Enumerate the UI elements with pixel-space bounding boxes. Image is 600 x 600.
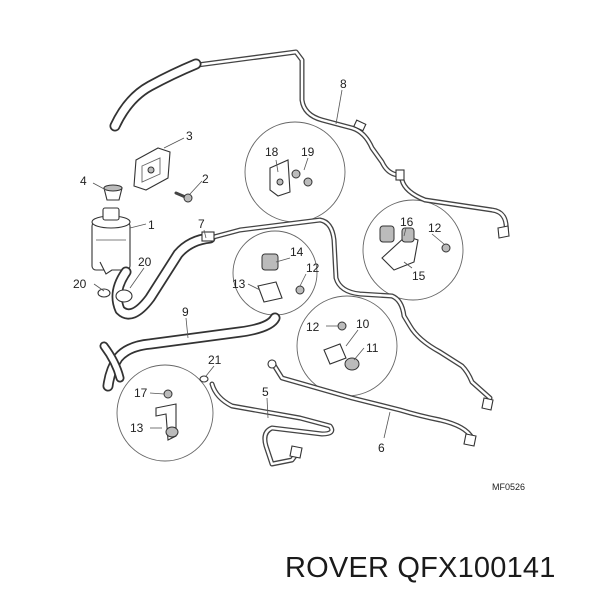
bolt-19a (291, 169, 301, 179)
clip-20 (97, 288, 133, 303)
cap-4 (103, 184, 123, 201)
diagram-reference: MF0526 (492, 482, 525, 492)
callout-11: 11 (366, 341, 379, 355)
bolt-12-right (441, 243, 451, 253)
pipe-5 (209, 381, 335, 467)
callout-19: 19 (301, 145, 315, 159)
callout-8: 8 (340, 77, 347, 91)
bracket-13-14 (257, 253, 283, 303)
clamp-10-11 (323, 321, 360, 371)
callout-21: 21 (208, 353, 222, 367)
callout-3: 3 (186, 129, 193, 143)
o-ring-21 (199, 375, 209, 383)
pipe-6 (267, 359, 477, 447)
callout-13-lower: 13 (130, 421, 144, 435)
callout-2: 2 (202, 172, 209, 186)
callout-5: 5 (262, 385, 269, 399)
reservoir-1 (91, 207, 131, 275)
leader-lines (92, 89, 445, 439)
hose-8 (109, 58, 202, 132)
hose-9 (99, 312, 281, 392)
detail-circle-15-16 (362, 199, 464, 301)
pipe-8 (187, 49, 510, 239)
callout-20-lower: 20 (73, 277, 87, 291)
callout-4: 4 (80, 174, 87, 188)
callout-12-mid: 12 (306, 261, 320, 275)
bolt-12-mid (295, 285, 305, 295)
part-number-caption: ROVER QFX100141 (285, 552, 556, 584)
callout-15: 15 (412, 269, 426, 283)
callout-18: 18 (265, 145, 279, 159)
callout-6: 6 (378, 441, 385, 455)
bolt-2 (174, 191, 193, 203)
callout-17: 17 (134, 386, 148, 400)
pipe-7 (201, 217, 494, 411)
detail-circle-13-14 (232, 230, 318, 316)
callout-14: 14 (290, 245, 304, 259)
callout-1: 1 (148, 218, 155, 232)
callout-10: 10 (356, 317, 370, 331)
bracket-13-17 (155, 389, 179, 441)
callout-9: 9 (182, 305, 189, 319)
hose-7 (111, 232, 216, 320)
bolt-19b (303, 177, 313, 187)
callout-12-right: 12 (428, 221, 442, 235)
callout-16: 16 (400, 215, 414, 229)
callout-7: 7 (198, 217, 205, 231)
detail-circle-10-11 (296, 295, 398, 397)
bracket-18 (269, 159, 291, 197)
bracket-15 (379, 225, 419, 271)
callout-13-mid: 13 (232, 277, 246, 291)
callout-20-upper: 20 (138, 255, 152, 269)
callout-12-lower: 12 (306, 320, 320, 334)
detail-circle-13-17 (116, 364, 214, 462)
bracket-3 (133, 147, 171, 191)
